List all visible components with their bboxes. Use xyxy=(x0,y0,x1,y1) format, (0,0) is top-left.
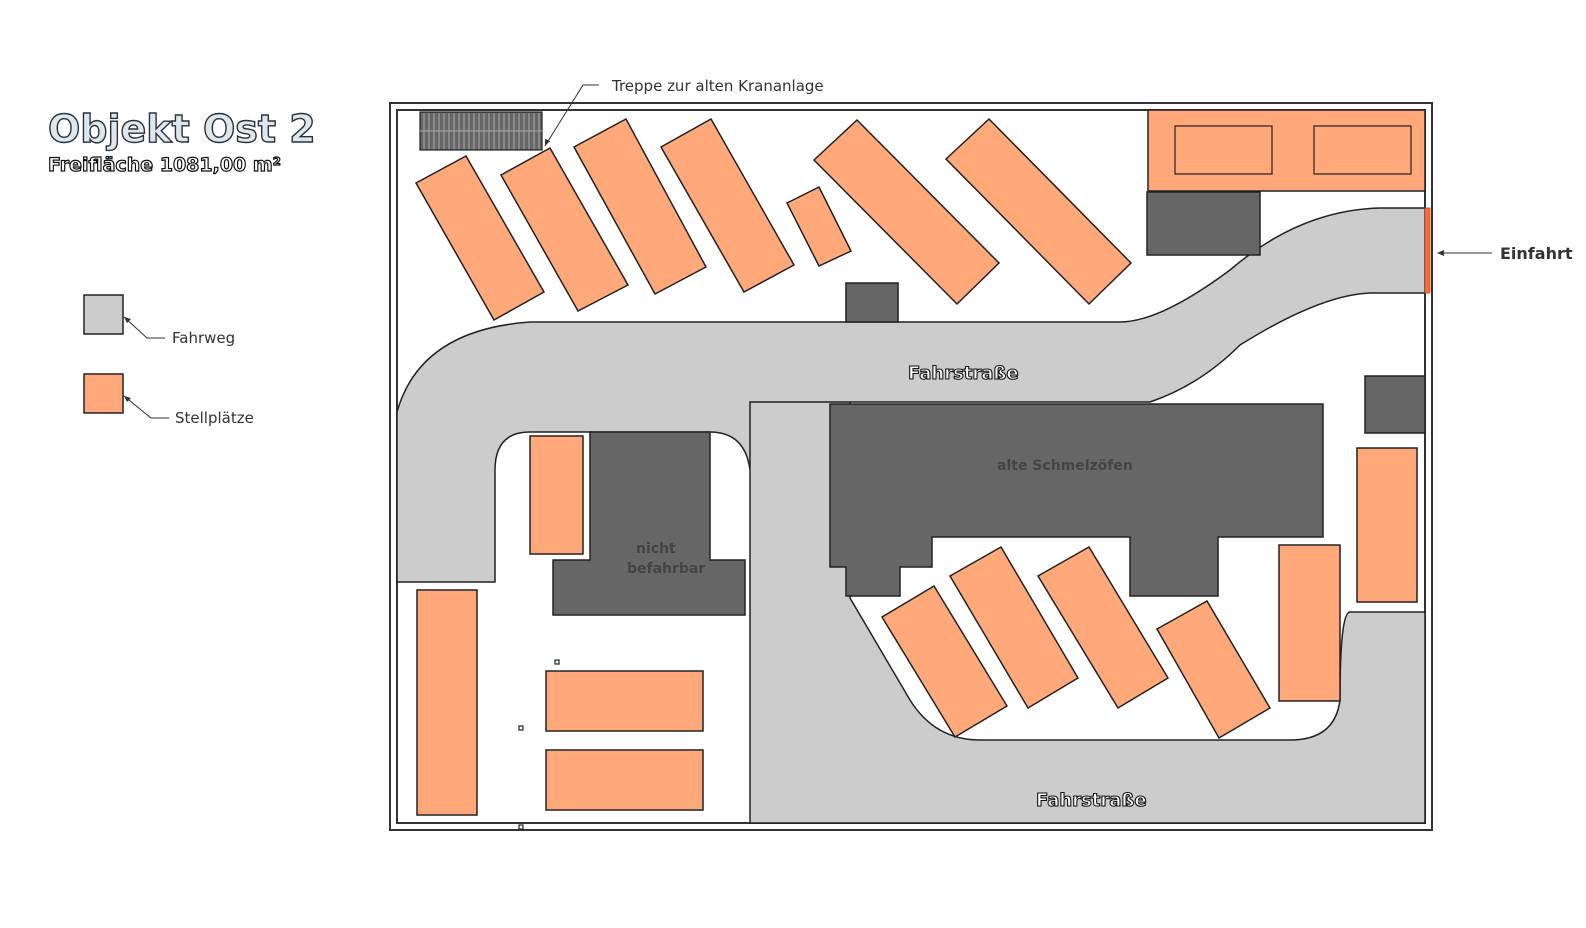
stairs-leader xyxy=(544,84,599,147)
parking-spot xyxy=(1147,109,1426,192)
building-right-small xyxy=(1364,375,1426,434)
road-network xyxy=(396,207,1426,824)
arrowhead xyxy=(1437,250,1444,256)
arrowhead xyxy=(545,139,550,146)
block-detail xyxy=(1174,125,1273,175)
site-boundary-outer xyxy=(389,102,1433,831)
stairs xyxy=(419,111,543,151)
arrowhead xyxy=(124,396,131,402)
parking-spot xyxy=(812,118,1001,306)
post xyxy=(518,725,524,731)
parking-spot xyxy=(944,117,1133,306)
parking-spot xyxy=(880,584,1009,739)
building-not-drivable xyxy=(552,431,746,616)
legend-label-road: Fahrweg xyxy=(172,329,235,347)
building-furnaces xyxy=(829,403,1324,597)
legend-swatch-road xyxy=(83,294,124,335)
legend-label-parking: Stellplätze xyxy=(175,409,254,427)
road-label-top: Fahrstraße xyxy=(908,363,1019,384)
parking-spot xyxy=(545,670,704,732)
parking-spot xyxy=(1155,599,1272,740)
page-subtitle: Freifläche 1081,00 m² xyxy=(48,154,281,176)
building-small-top xyxy=(845,282,899,323)
top-right-block-details xyxy=(1174,125,1412,175)
page-title: Objekt Ost 2 xyxy=(48,107,316,151)
parking-spot xyxy=(414,154,546,322)
not-drivable-label-2: befahrbar xyxy=(627,561,705,577)
entrance-marker xyxy=(1424,207,1431,294)
annotation-lines xyxy=(123,84,1492,419)
parking-legend-leader xyxy=(123,395,169,419)
road-main xyxy=(396,207,1426,824)
entrance-annotation: Einfahrt xyxy=(1500,244,1573,263)
parking-spot xyxy=(545,749,704,811)
parking-spot xyxy=(948,545,1080,710)
parking-spot xyxy=(416,589,478,816)
parking-spot xyxy=(499,146,630,312)
parking-spot xyxy=(1356,447,1418,603)
post xyxy=(518,824,524,830)
buildings xyxy=(552,191,1426,616)
post xyxy=(554,659,560,665)
posts xyxy=(518,659,560,830)
parking-spots xyxy=(414,109,1426,816)
parking-spot xyxy=(785,185,853,267)
road-legend-leader xyxy=(123,316,165,339)
parking-spot xyxy=(529,435,584,555)
arrowhead xyxy=(124,317,131,323)
parking-spot xyxy=(572,117,708,296)
furnaces-label: alte Schmelzöfen xyxy=(997,458,1133,474)
stairs-annotation: Treppe zur alten Krananlage xyxy=(611,77,824,95)
legend-swatch-parking xyxy=(83,373,124,414)
road-label-bottom: Fahrstraße xyxy=(1036,790,1147,811)
building-top-right xyxy=(1146,191,1261,256)
not-drivable-label-1: nicht xyxy=(636,541,676,557)
block-detail xyxy=(1313,125,1412,175)
parking-spot xyxy=(659,117,796,294)
parking-spot xyxy=(1278,544,1341,702)
arrowheads xyxy=(124,139,1444,402)
parking-spot xyxy=(1036,545,1170,710)
